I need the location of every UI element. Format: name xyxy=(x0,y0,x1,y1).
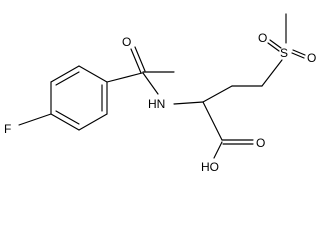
sulfur-label: S xyxy=(280,46,288,60)
ring-bond xyxy=(78,65,108,83)
chain-bond xyxy=(202,85,233,103)
bond-c-f xyxy=(18,113,52,126)
ring-bond xyxy=(78,113,108,131)
sulfonyl-oxygen-right-label: O xyxy=(307,51,316,65)
bond-carbon-nitrogen xyxy=(142,72,159,95)
sulfonyl-oxygen-top-label: O xyxy=(258,31,267,45)
ring-double-bond xyxy=(55,110,80,125)
benzene-ring xyxy=(50,65,108,131)
sulfonyl-double-bond xyxy=(269,39,282,49)
bond-ring-quaternary-carbon xyxy=(106,72,143,83)
alpha-carbon-carboxyl-bond xyxy=(202,101,223,141)
molecule-drawing: F O HN S O O O HO xyxy=(4,13,316,174)
sulfonyl-double-bond xyxy=(291,52,305,59)
carbonyl-double-bond xyxy=(134,46,146,72)
acid-oxygen-label: O xyxy=(256,136,265,150)
amine-label: HN xyxy=(148,97,165,111)
hydroxyl-label: HO xyxy=(201,160,219,174)
carbonyl-oxygen-label: O xyxy=(122,35,131,49)
ring-bond xyxy=(50,113,80,131)
structure-diagram: F O HN S O O O HO xyxy=(4,13,316,174)
ring-bond xyxy=(50,65,80,83)
bond-nitrogen-alpha-carbon xyxy=(173,101,204,105)
carbonyl-double-bond xyxy=(130,48,142,74)
ring-double-bond xyxy=(55,71,80,86)
sulfonyl-double-bond xyxy=(292,49,306,56)
carboxyl-hydroxyl-bond xyxy=(213,141,223,159)
fluorine-label: F xyxy=(4,122,11,136)
chain-bond xyxy=(261,59,283,87)
sulfonyl-double-bond xyxy=(267,42,280,52)
